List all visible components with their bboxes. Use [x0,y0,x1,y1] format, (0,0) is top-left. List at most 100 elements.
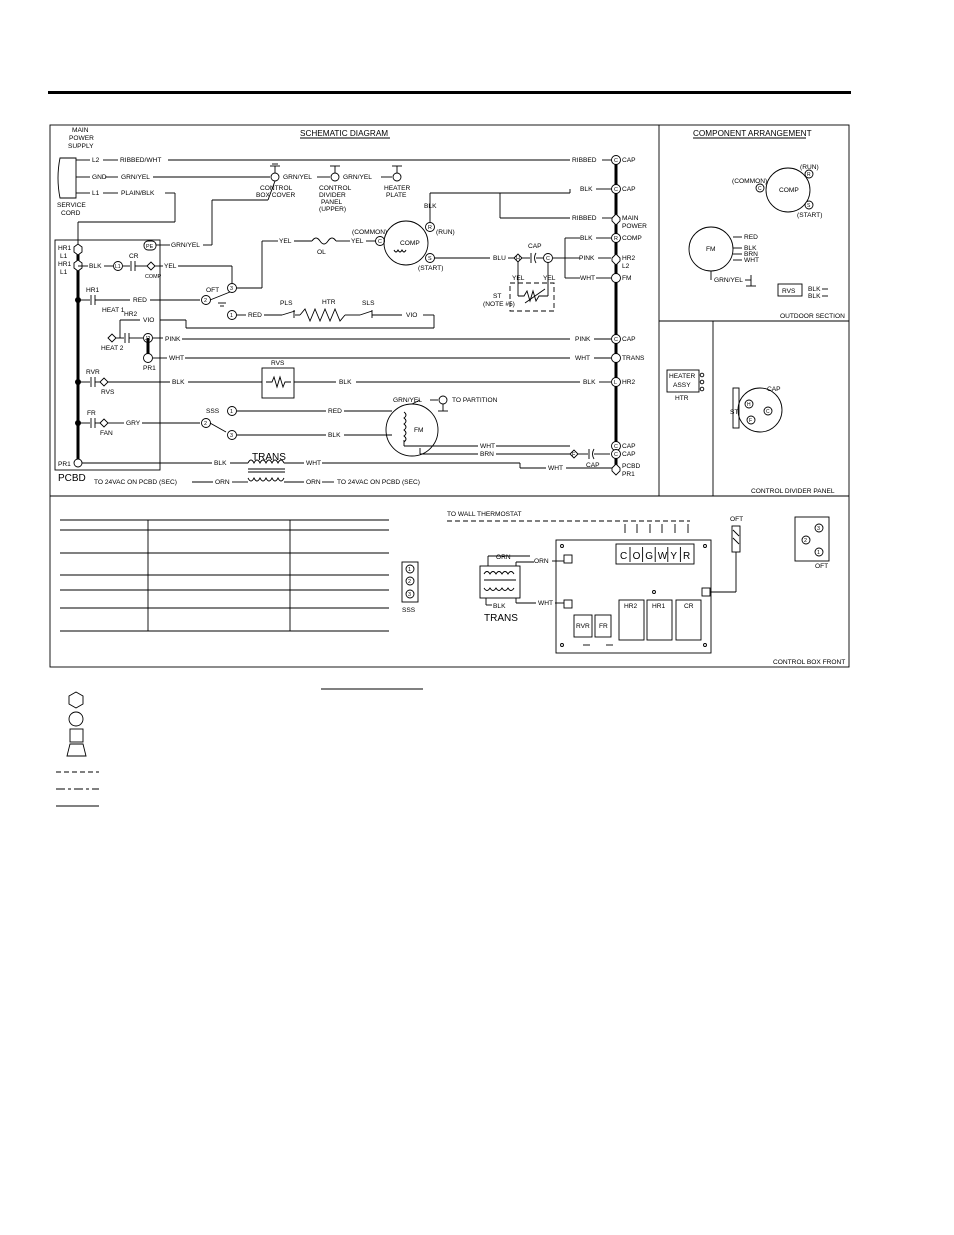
svg-text:L2: L2 [622,263,630,270]
hex-terminal-icon [68,691,84,709]
svg-text:CORD: CORD [61,210,81,217]
svg-text:(COMMON): (COMMON) [732,178,767,185]
svg-text:HR2: HR2 [622,255,636,262]
diagram-frame [49,124,850,668]
svg-text:PANEL: PANEL [321,199,342,206]
thermostat-terminal: W [658,551,668,562]
svg-text:VIO: VIO [143,317,154,324]
svg-text:S: S [807,203,811,209]
svg-text:L2: L2 [92,157,100,164]
svg-text:MAIN: MAIN [72,127,89,134]
svg-text:GRN/YEL: GRN/YEL [343,174,372,181]
svg-text:COMP: COMP [779,187,799,194]
svg-text:RVR: RVR [86,369,100,376]
svg-text:BLK: BLK [89,263,102,270]
svg-text:DIVIDER: DIVIDER [319,192,346,199]
svg-text:L1: L1 [92,190,100,197]
svg-text:ORN: ORN [215,479,230,486]
svg-text:GRN/YEL: GRN/YEL [121,174,150,181]
svg-text:FM: FM [622,275,632,282]
svg-text:C: C [614,337,618,343]
svg-text:WHT: WHT [538,600,553,607]
round-terminal-icon [68,711,84,727]
svg-text:2: 2 [204,421,207,427]
svg-text:CAP: CAP [586,462,600,469]
svg-text:2: 2 [204,298,207,304]
svg-text:BLK: BLK [583,379,596,386]
svg-text:(NOTE #5): (NOTE #5) [483,301,515,308]
svg-text:RVS: RVS [271,360,285,367]
svg-text:YEL: YEL [543,275,556,282]
outdoor-section-label: OUTDOOR SECTION [780,313,845,320]
svg-text:(START): (START) [418,265,443,272]
svg-text:WHT: WHT [548,465,563,472]
svg-text:RVR: RVR [576,623,590,630]
svg-text:1: 1 [817,550,820,556]
svg-text:TO 24VAC ON PCBD (SEC): TO 24VAC ON PCBD (SEC) [337,479,420,486]
svg-text:1: 1 [408,567,411,573]
svg-text:HEATER: HEATER [669,373,695,380]
svg-text:PLATE: PLATE [386,192,407,199]
thermostat-terminal: C [620,551,627,562]
thermostat-terminal: O [633,551,641,562]
svg-text:HEAT 2: HEAT 2 [101,345,124,352]
svg-text:H: H [516,256,520,262]
svg-text:CAP: CAP [622,451,636,458]
svg-text:HR2: HR2 [622,379,636,386]
svg-text:SSS: SSS [402,607,416,614]
svg-text:(UPPER): (UPPER) [319,206,346,213]
svg-text:HR1: HR1 [58,261,72,268]
svg-text:BLK: BLK [808,293,821,300]
svg-text:TRANS: TRANS [252,452,286,463]
svg-text:C: C [614,187,618,193]
svg-text:GRY: GRY [126,420,141,427]
svg-text:BRN: BRN [480,451,494,458]
svg-text:BLK: BLK [808,286,821,293]
control-box-front-label: CONTROL BOX FRONT [773,659,845,666]
svg-text:BLK: BLK [424,203,437,210]
thermostat-terminal: R [683,551,690,562]
svg-text:3: 3 [230,433,233,439]
svg-text:PR1: PR1 [58,461,71,468]
square-terminal-icon [69,728,84,743]
svg-text:BLK: BLK [214,460,227,467]
svg-text:F: F [572,452,576,458]
ground-symbol-icon [66,743,87,757]
svg-text:(COMMON): (COMMON) [352,229,387,236]
svg-text:RED: RED [248,312,262,319]
svg-text:RED: RED [328,408,342,415]
svg-text:ORN: ORN [306,479,321,486]
svg-text:WHT: WHT [306,460,321,467]
svg-text:YEL: YEL [164,263,177,270]
svg-text:GRN/YEL: GRN/YEL [714,277,743,284]
fan-motor [385,403,439,457]
svg-text:BLK: BLK [580,235,593,242]
svg-text:TO PARTITION: TO PARTITION [452,397,498,404]
svg-text:RED: RED [133,297,147,304]
svg-text:PR1: PR1 [622,471,635,478]
svg-text:ST: ST [730,409,738,416]
svg-text:GRN/YEL: GRN/YEL [283,174,312,181]
svg-text:YEL: YEL [351,238,364,245]
svg-text:VIO: VIO [406,312,417,319]
svg-text:CAP: CAP [622,157,636,164]
thermostat-terminal: G [645,551,653,562]
svg-text:(RUN): (RUN) [800,164,819,171]
compressor-motor [383,220,429,266]
svg-text:PINK: PINK [575,336,591,343]
component-title: COMPONENT ARRANGEMENT [693,129,812,138]
svg-text:WHT: WHT [744,257,759,264]
svg-text:PLAIN/BLK: PLAIN/BLK [121,190,155,197]
top-rule [48,91,851,94]
svg-text:POWER: POWER [622,223,647,230]
svg-text:F: F [749,418,752,424]
service-cord-plug [57,157,77,199]
svg-text:BLK: BLK [493,603,506,610]
svg-text:1: 1 [230,409,233,415]
svg-text:PLS: PLS [280,300,293,307]
svg-text:HR1: HR1 [652,603,666,610]
svg-text:C: C [378,239,382,245]
svg-text:RVS: RVS [101,389,115,396]
svg-text:OFT: OFT [730,516,743,523]
